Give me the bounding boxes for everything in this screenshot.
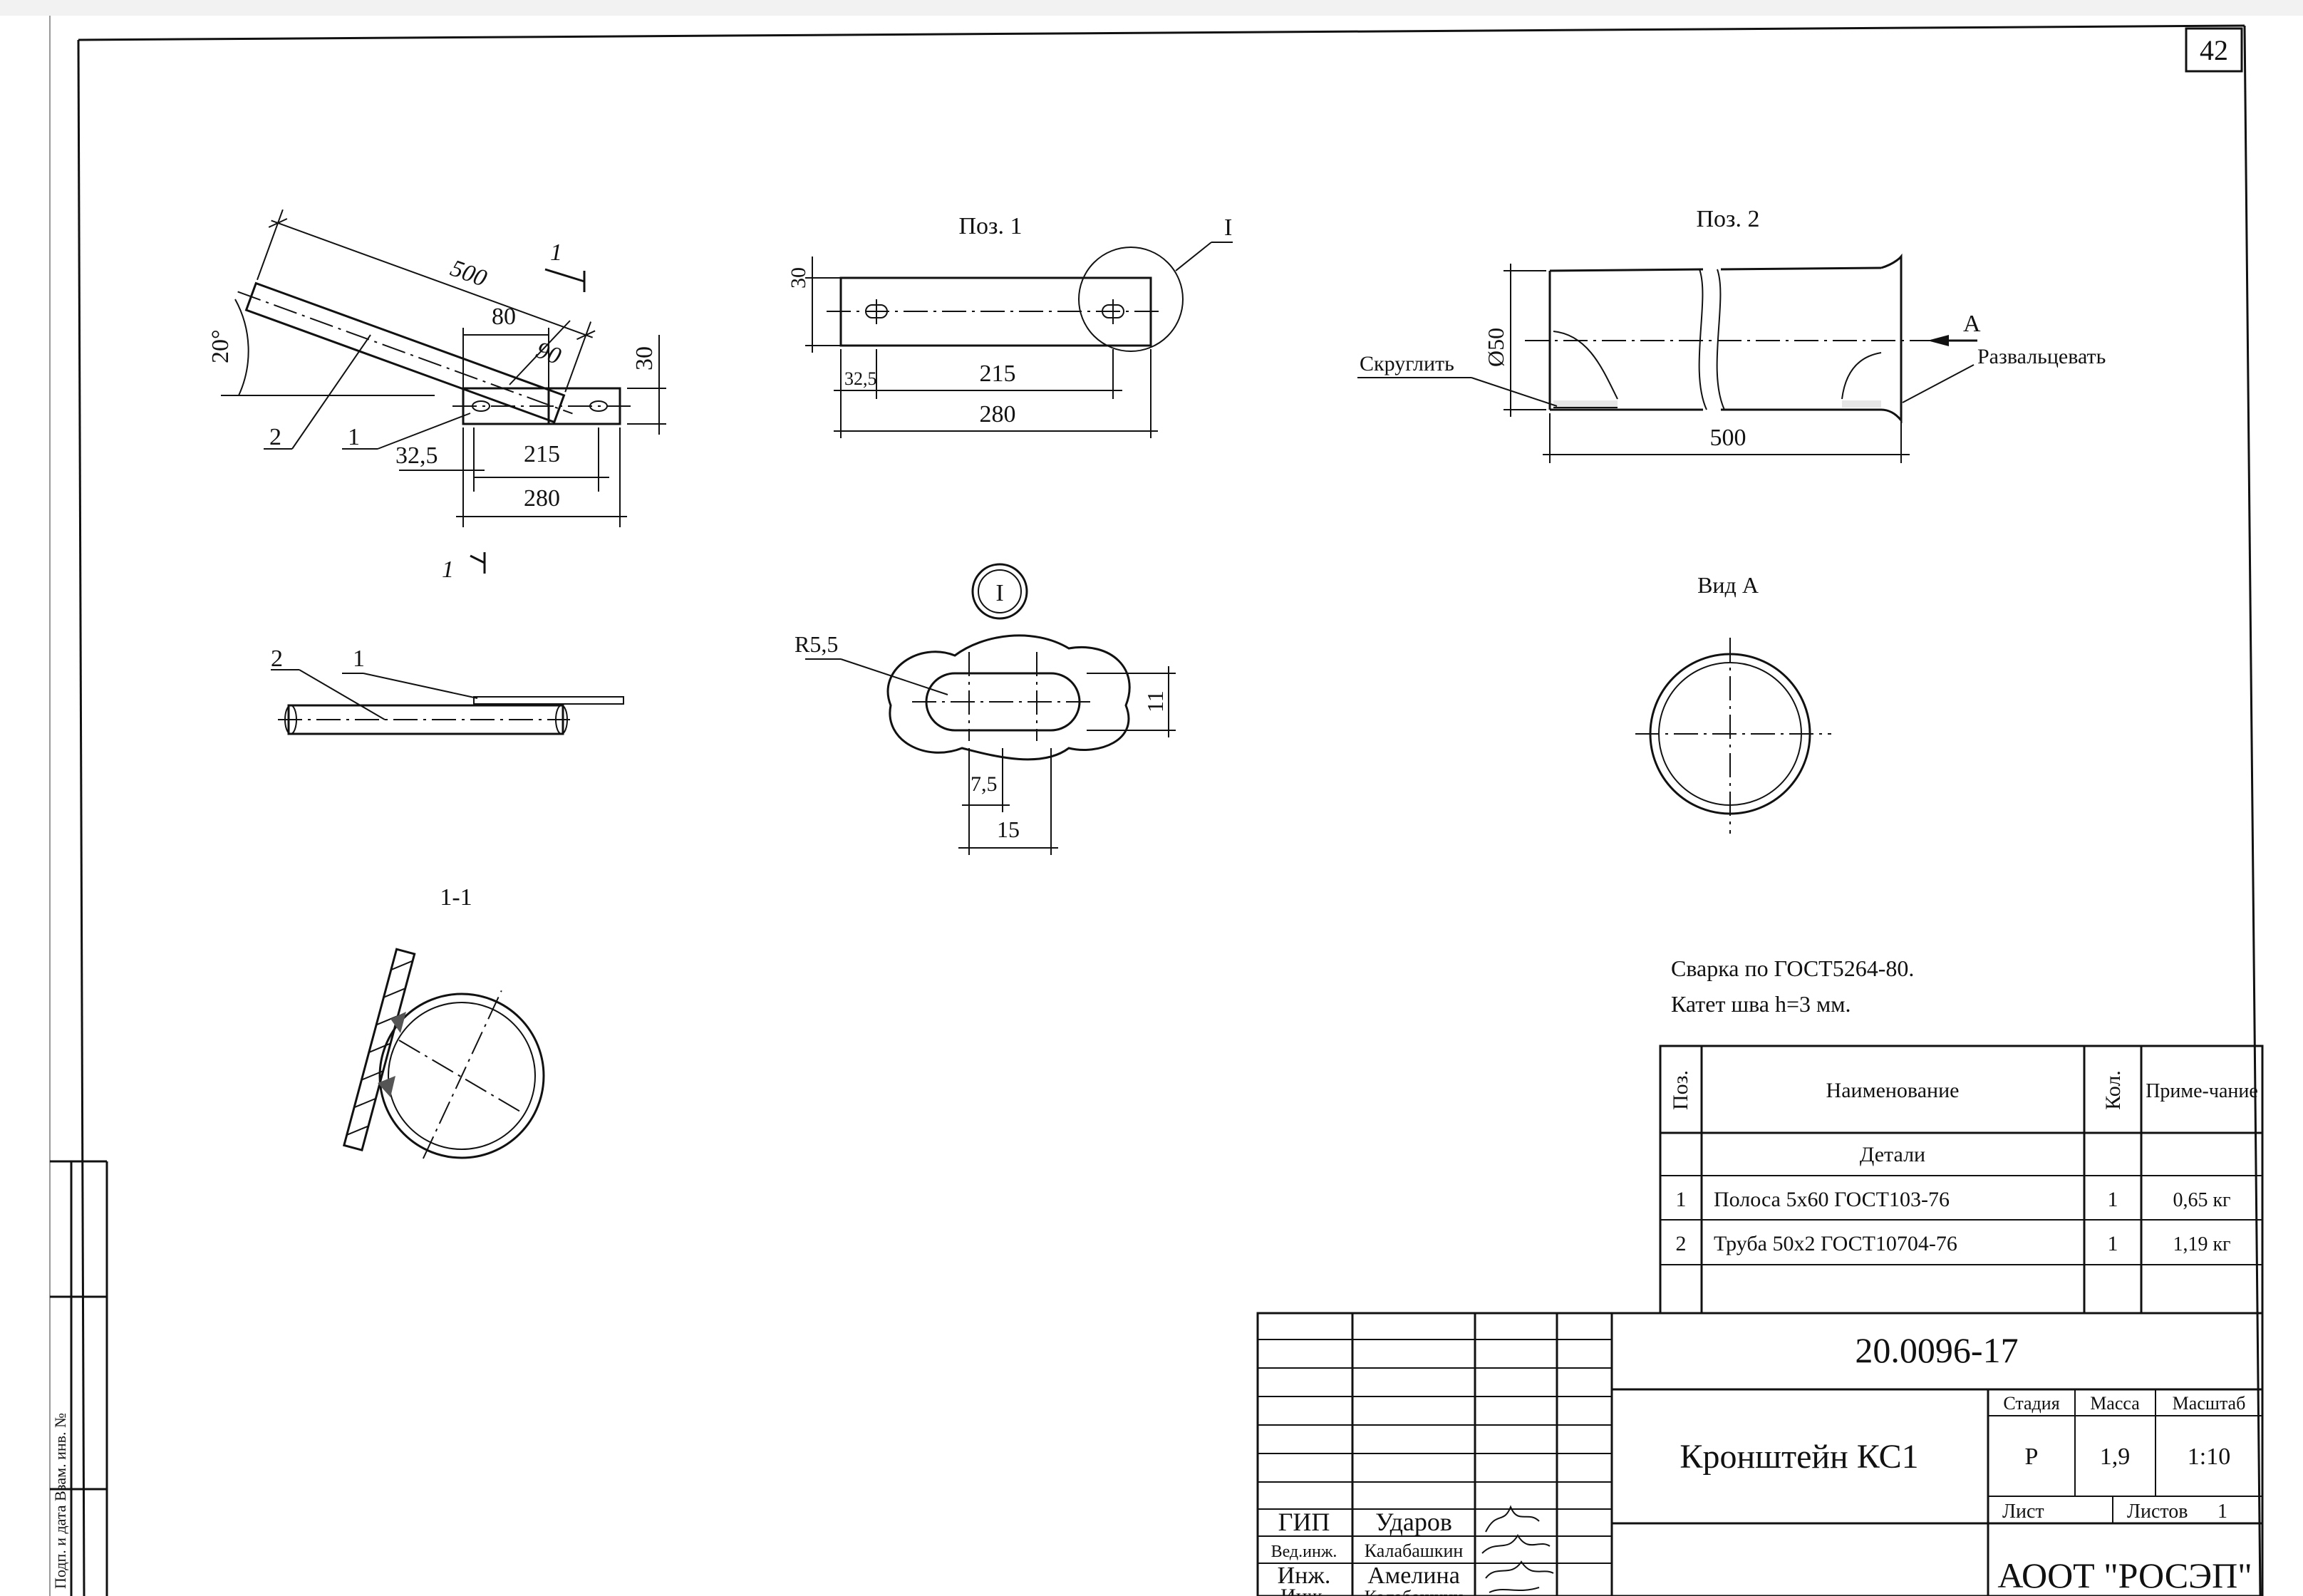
pos2-note-round: Скруглить <box>1360 352 1454 375</box>
detail-mark: I <box>995 580 1003 606</box>
view-A <box>1635 638 1831 834</box>
sheets-label: Листов <box>2127 1501 2188 1523</box>
asm-section-mark-top: 1 <box>550 239 562 266</box>
pos2-view <box>1357 253 1977 463</box>
pos2-view-arrow: А <box>1963 311 1981 337</box>
spec-row-1-pos: 1 <box>1676 1188 1687 1211</box>
spec-header-qty: Кол. <box>2101 1070 2125 1110</box>
asm-dim-32-5: 32,5 <box>395 442 438 469</box>
sig-role-1: ГИП <box>1278 1508 1330 1536</box>
pos1-title: Поз. 1 <box>959 213 1023 239</box>
assembly-view <box>221 209 666 574</box>
scale-label: Масштаб <box>2173 1393 2246 1414</box>
side-callout-1: 1 <box>353 646 365 672</box>
asm-dim-215: 215 <box>524 441 560 467</box>
detail-dim-15: 15 <box>997 817 1020 842</box>
spec-row-1-name: Полоса 5х60 ГОСТ103-76 <box>1714 1188 1950 1211</box>
detail-I <box>805 563 1176 855</box>
scale-value: 1:10 <box>2188 1444 2230 1470</box>
sig-name-4: Калабашкин <box>1365 1587 1464 1596</box>
asm-callout-1: 1 <box>348 424 360 450</box>
mass-label: Масса <box>2090 1393 2140 1414</box>
asm-dim-90: 90 <box>532 337 564 370</box>
pos1-dim-32-5: 32,5 <box>844 368 877 389</box>
sig-role-4: Инж. <box>1280 1585 1328 1596</box>
pos1-dim-30: 30 <box>787 267 810 289</box>
pos2-dim-500: 500 <box>1710 425 1746 451</box>
sig-name-3: Амелина <box>1367 1563 1460 1589</box>
asm-dim-280: 280 <box>524 485 560 512</box>
detail-dim-11: 11 <box>1142 690 1168 712</box>
scan-edge-top <box>0 0 2303 16</box>
spec-header-note: Приме-чание <box>2146 1080 2258 1102</box>
page-number: 42 <box>2200 34 2228 66</box>
mass-value: 1,9 <box>2100 1444 2131 1470</box>
page-number-box <box>2185 27 2243 73</box>
title-block <box>1256 1312 2264 1596</box>
organization: АООТ "РОСЭП" <box>1997 1555 2252 1595</box>
side-view <box>271 669 624 735</box>
left-margin-stamp: Подп. и дата Взам. инв. № <box>51 1413 69 1589</box>
spec-row-1-note: 0,65 кг <box>2173 1189 2230 1211</box>
sig-name-2: Калабашкин <box>1365 1540 1464 1561</box>
sheets-value: 1 <box>2217 1501 2227 1523</box>
spec-row-2-qty: 1 <box>2108 1232 2118 1255</box>
note-welding: Сварка по ГОСТ5264-80. <box>1671 955 1914 981</box>
spec-table <box>1659 1045 2264 1315</box>
stage-value: Р <box>2025 1444 2039 1470</box>
pos2-title: Поз. 2 <box>1697 206 1760 232</box>
asm-dim-30: 30 <box>631 346 658 370</box>
part-name: Кронштейн КС1 <box>1680 1438 1918 1476</box>
asm-section-mark-bottom: 1 <box>442 556 454 583</box>
asm-angle: 20° <box>207 329 234 363</box>
section-title: 1-1 <box>440 884 472 911</box>
pos2-diameter: Ø50 <box>1483 328 1508 367</box>
asm-callout-2: 2 <box>269 424 281 450</box>
spec-row-2-name: Труба 50х2 ГОСТ10704-76 <box>1714 1232 1957 1255</box>
detail-dim-7-5: 7,5 <box>971 772 998 796</box>
viewA-title: Вид А <box>1697 572 1759 598</box>
spec-group: Детали <box>1860 1143 1925 1166</box>
section-view <box>342 948 545 1159</box>
pos1-view <box>805 242 1233 438</box>
stage-label: Стадия <box>2003 1393 2059 1414</box>
spec-row-2-pos: 2 <box>1676 1232 1687 1255</box>
asm-dim-80: 80 <box>492 304 516 330</box>
side-callout-2: 2 <box>271 646 283 672</box>
pos2-note-flare: Развальцевать <box>1977 345 2106 368</box>
doc-number: 20.0096-17 <box>1855 1330 2018 1370</box>
pos1-dim-215: 215 <box>980 361 1016 387</box>
note-weld-leg: Катет шва h=3 мм. <box>1671 991 1851 1017</box>
sheet-label: Лист <box>2002 1501 2044 1523</box>
sheet-frame <box>50 24 2262 1596</box>
pos1-detail-mark: I <box>1224 214 1232 241</box>
spec-header-name: Наименование <box>1826 1079 1960 1102</box>
sig-name-1: Ударов <box>1375 1508 1452 1536</box>
sig-role-2: Вед.инж. <box>1271 1543 1337 1561</box>
spec-row-2-note: 1,19 кг <box>2173 1233 2230 1255</box>
spec-header-pos: Поз. <box>1669 1070 1692 1110</box>
sig-role-3: Инж. <box>1278 1563 1331 1589</box>
spec-row-1-qty: 1 <box>2108 1188 2118 1211</box>
detail-radius: R5,5 <box>795 631 838 657</box>
pos1-dim-280: 280 <box>980 401 1016 428</box>
